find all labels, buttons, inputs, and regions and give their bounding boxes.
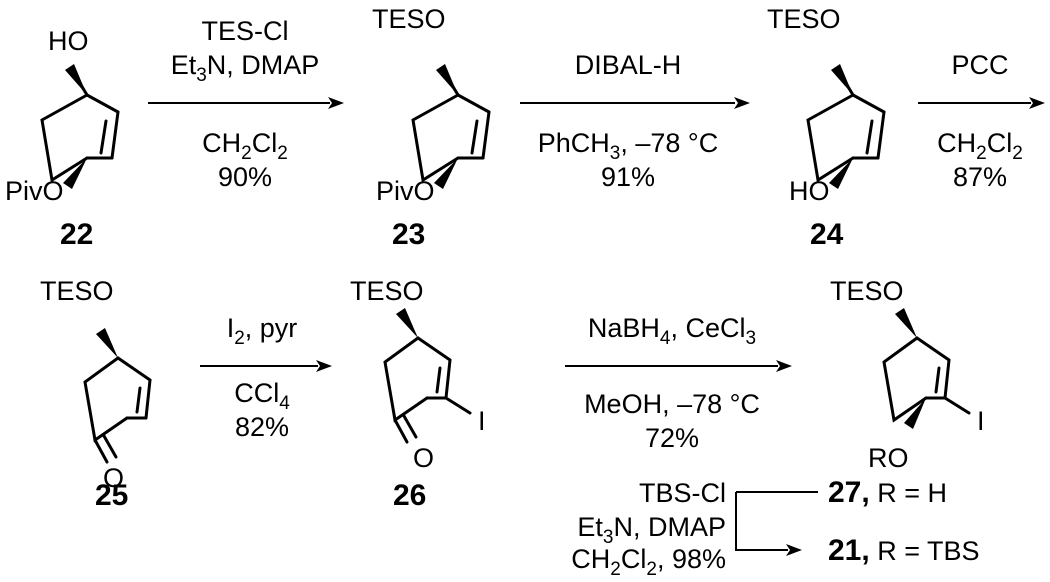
iodo-label: I xyxy=(478,406,486,436)
compound-number: 23 xyxy=(392,218,425,251)
reagent-tes-cl: TES-Cl xyxy=(202,16,289,46)
yield-label: 87% xyxy=(953,162,1007,192)
carbonyl-oxygen-label: O xyxy=(413,443,434,473)
step-6: TBS-Cl Et3N, DMAP CH2Cl2, 98% xyxy=(571,478,818,580)
compound-number: 21, xyxy=(828,534,870,567)
compound-number: 25 xyxy=(95,479,128,512)
compound-27: TESO RO I xyxy=(830,276,985,473)
conditions-meoh: MeOH, –78 °C xyxy=(584,389,760,419)
hydroxyl-label: HO xyxy=(48,26,89,56)
reagent-nabh4-cecl3: NaBH4, CeCl3 xyxy=(588,313,756,349)
compound-23: TESO PivO 23 xyxy=(372,4,491,251)
yield-label: 91% xyxy=(601,162,655,192)
compound-number: 22 xyxy=(60,218,93,251)
compound-24: TESO HO 24 xyxy=(767,4,886,251)
r-group-label: R = H xyxy=(870,478,947,508)
alkoxy-label: RO xyxy=(868,443,909,473)
reagent-et3n-dmap: Et3N, DMAP xyxy=(171,50,320,86)
step-4: I2, pyr CCl4 82% xyxy=(200,313,332,442)
silyl-ether-label: TESO xyxy=(350,276,424,306)
compound-26: TESO O I 26 xyxy=(350,276,486,512)
svg-text:27, R = H: 27, R = H xyxy=(828,476,947,509)
silyl-ether-label: TESO xyxy=(372,4,446,34)
compound-25: TESO O 25 xyxy=(40,276,152,512)
solvent-yield: CH2Cl2, 98% xyxy=(571,544,726,580)
compound-22: HO PivO 22 xyxy=(5,26,120,251)
pivalate-label: PivO xyxy=(376,176,435,206)
conditions-phch3: PhCH3, –78 °C xyxy=(538,128,718,164)
compound-number: 26 xyxy=(393,479,426,512)
yield-label: 82% xyxy=(235,412,289,442)
iodo-label: I xyxy=(977,406,985,436)
silyl-ether-label: TESO xyxy=(767,4,841,34)
silyl-ether-label: TESO xyxy=(830,276,904,306)
reagent-iodine-pyridine: I2, pyr xyxy=(227,313,298,349)
hydroxyl-label: HO xyxy=(789,176,830,206)
solvent-ch2cl2: CH2Cl2 xyxy=(202,128,288,164)
yield-label: 72% xyxy=(645,423,699,453)
step-2: DIBAL-H PhCH3, –78 °C 91% xyxy=(520,50,750,192)
reagent-tbs-cl: TBS-Cl xyxy=(639,478,726,508)
compound-number: 27, xyxy=(828,476,870,509)
solvent-ccl4: CCl4 xyxy=(234,378,290,414)
product-27-label: 27, R = H xyxy=(828,476,947,509)
step-3: PCC CH2Cl2 87% xyxy=(918,50,1045,192)
reagent-dibal-h: DIBAL-H xyxy=(575,50,682,80)
carbonyl-oxygen-label: O xyxy=(103,463,124,493)
yield-label: 90% xyxy=(218,162,272,192)
solvent-ch2cl2: CH2Cl2 xyxy=(937,128,1023,164)
pivalate-label: PivO xyxy=(5,176,64,206)
step-5: NaBH4, CeCl3 MeOH, –78 °C 72% xyxy=(565,313,792,453)
reagent-et3n-dmap: Et3N, DMAP xyxy=(577,512,726,548)
compound-number: 24 xyxy=(810,218,844,251)
product-21-label: 21, R = TBS xyxy=(828,534,980,567)
svg-text:21, R = TBS: 21, R = TBS xyxy=(828,534,980,567)
reagent-pcc: PCC xyxy=(951,50,1008,80)
step-1: TES-Cl Et3N, DMAP CH2Cl2 90% xyxy=(148,16,344,192)
silyl-ether-label: TESO xyxy=(40,276,114,306)
r-group-label: R = TBS xyxy=(870,536,980,566)
